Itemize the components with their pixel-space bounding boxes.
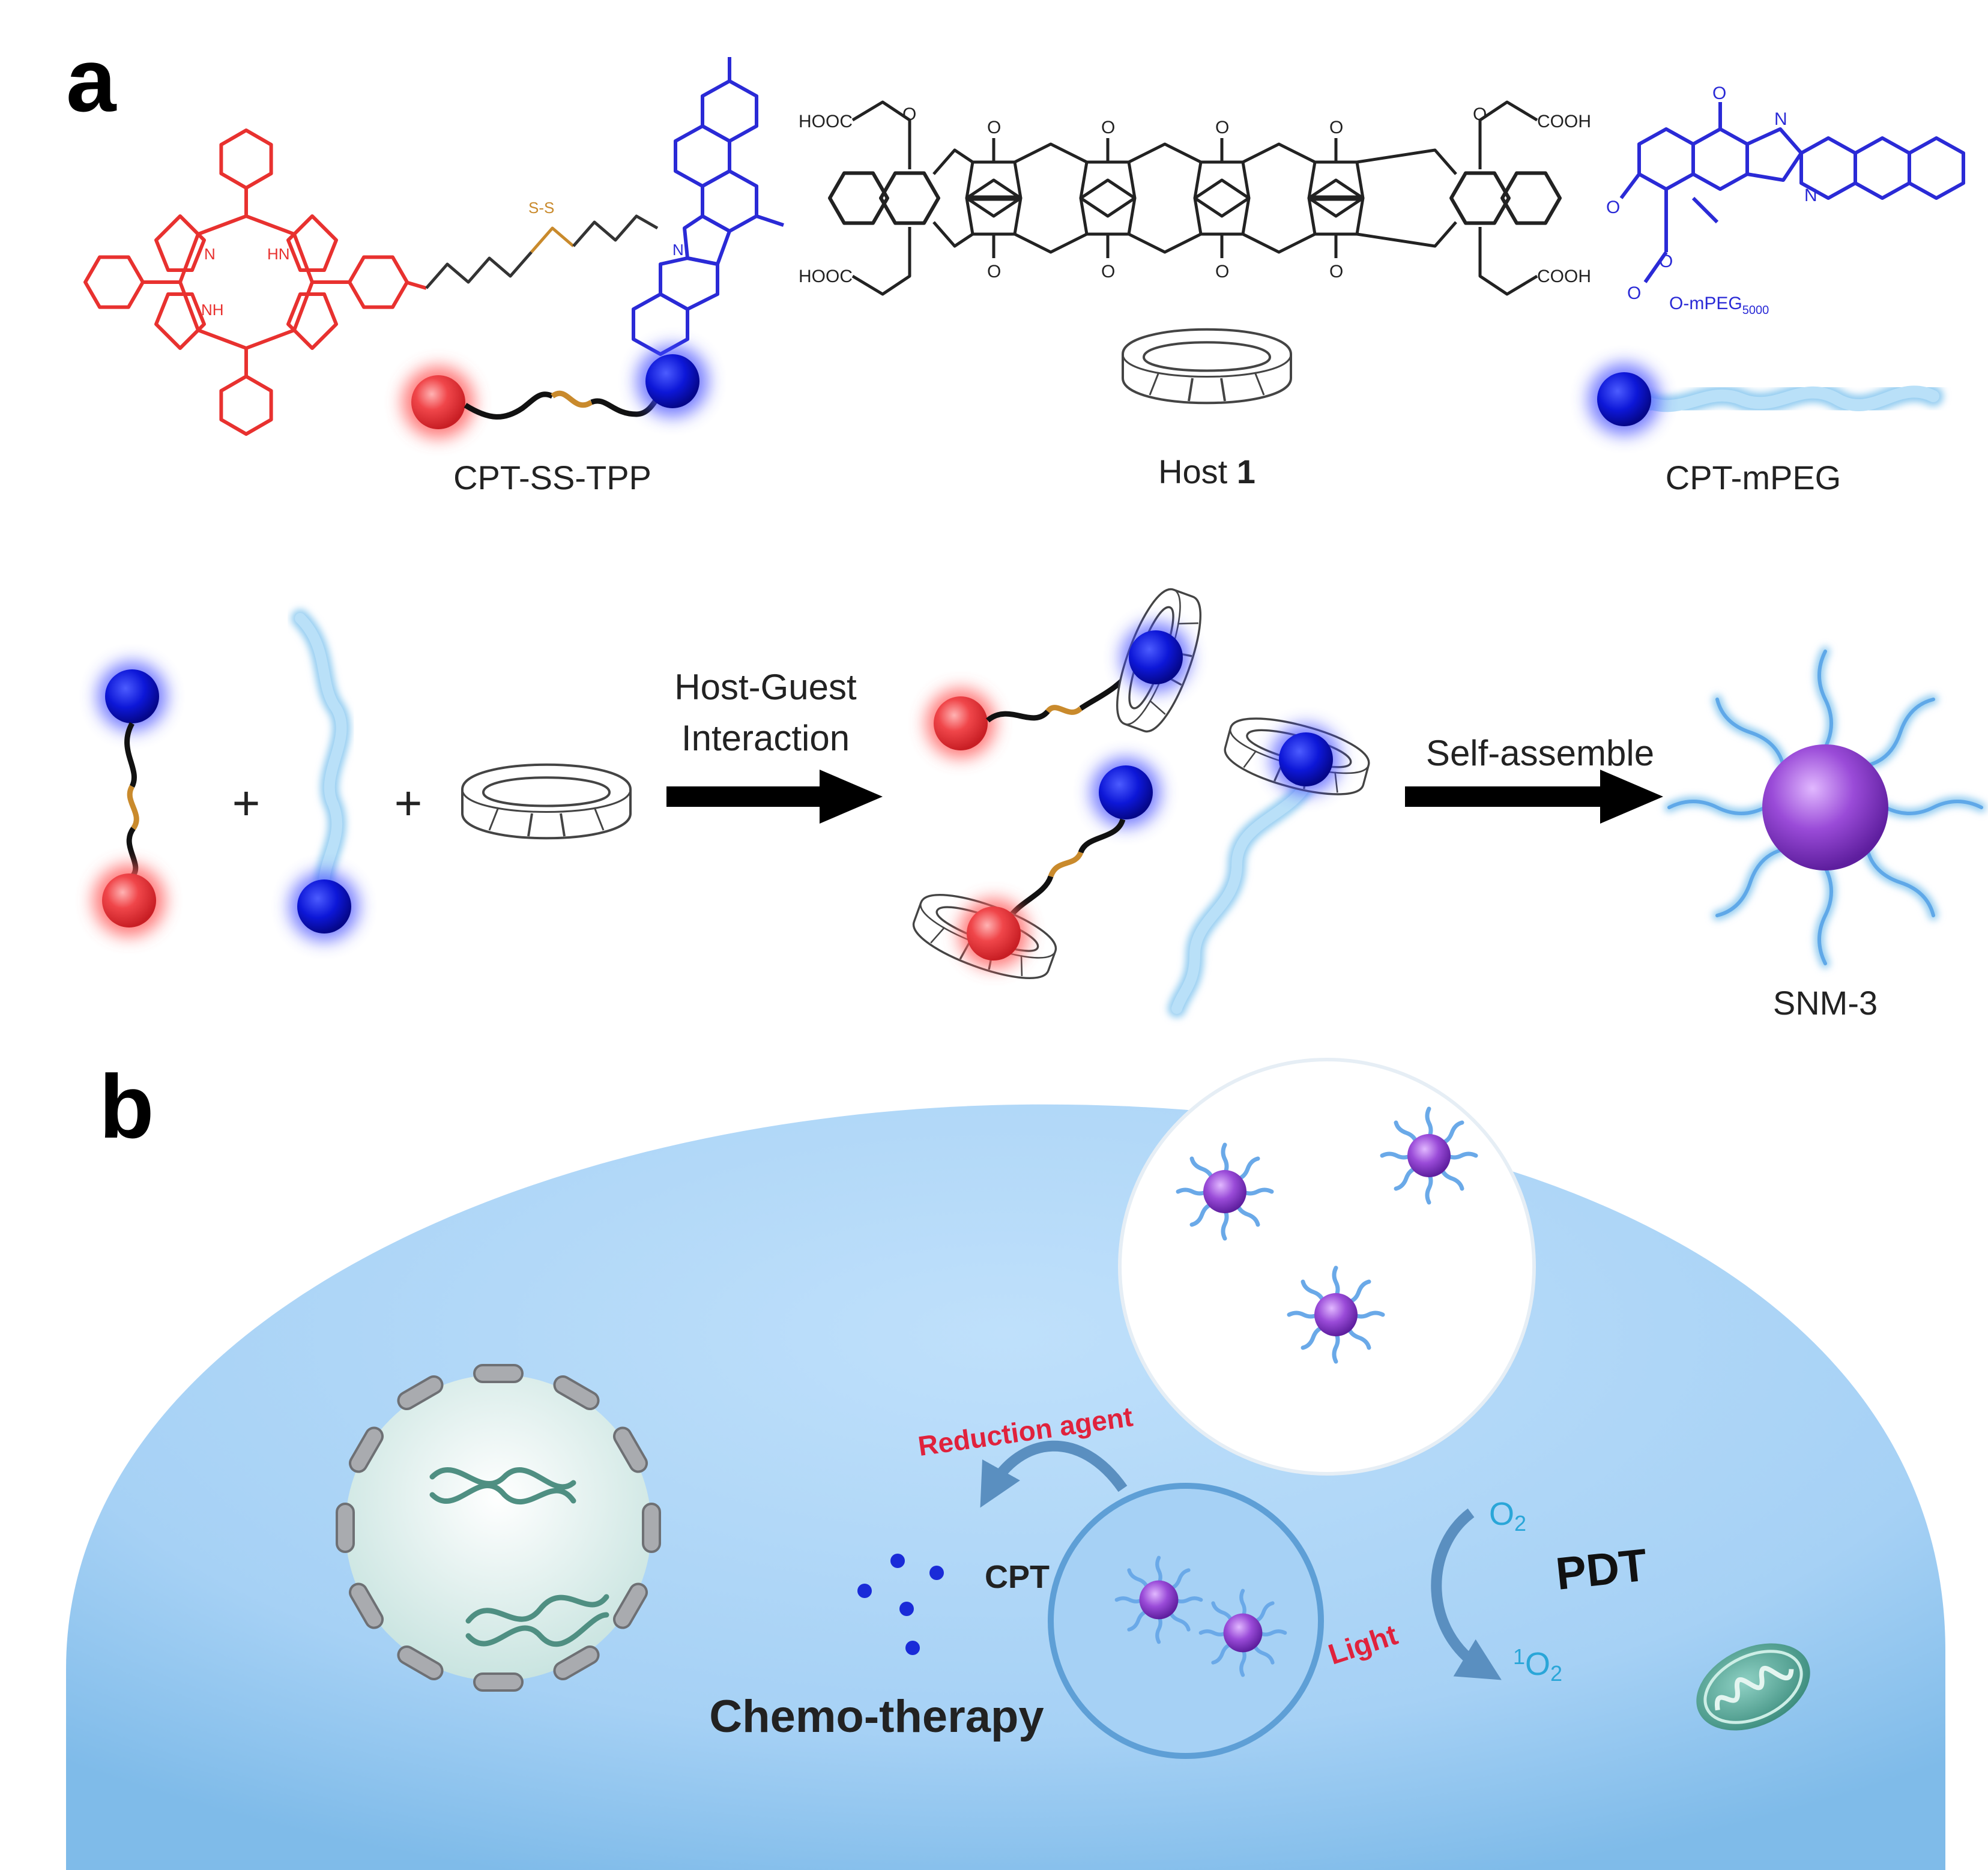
- self-assemble-arrow: [1405, 770, 1663, 824]
- pdt-label: PDT: [1553, 1539, 1649, 1599]
- svg-text:N: N: [1774, 109, 1787, 129]
- cpt-dots: [857, 1554, 944, 1655]
- svg-text:O: O: [987, 118, 1001, 137]
- cpt-mpeg-label: CPT-mPEG: [1666, 459, 1841, 496]
- host-1-atom-labels: HOOC HOOC COOH COOH O O O O O O O O O O: [799, 104, 1591, 286]
- svg-text:O: O: [1712, 83, 1726, 103]
- porphyrin-nh-label: NH: [201, 301, 224, 319]
- svg-text:HOOC: HOOC: [799, 112, 853, 131]
- host-guest-label-line1: Host-Guest: [674, 667, 857, 707]
- plus-sign-2: +: [394, 776, 423, 830]
- svg-text:HOOC: HOOC: [799, 267, 853, 286]
- host-guest-label-line2: Interaction: [681, 718, 850, 758]
- svg-text:O: O: [1101, 118, 1115, 137]
- complex-peg: [1168, 707, 1376, 1018]
- porphyrin-hn-label: HN: [267, 245, 290, 263]
- endocytic-vesicle: [1118, 1058, 1536, 1476]
- svg-text:N: N: [1804, 185, 1817, 205]
- tpp-porphyrin-structure: [85, 130, 427, 434]
- nucleus: [336, 1364, 661, 1692]
- cpt-ss-tpp-cartoon: [402, 345, 708, 438]
- host-1-label: Host 1: [1158, 453, 1255, 490]
- svg-text:O: O: [1627, 283, 1641, 303]
- host-1-structure: [830, 100, 1560, 296]
- endosome: [1048, 1483, 1324, 1759]
- mpeg-label: O-mPEG5000: [1669, 294, 1769, 317]
- mitochondrion: [1696, 1643, 1810, 1731]
- svg-text:O: O: [1101, 262, 1115, 282]
- porphyrin-n-label: N: [204, 245, 216, 263]
- complex-top: [926, 581, 1214, 758]
- plus-sign-1: +: [232, 776, 261, 830]
- svg-text:O: O: [1215, 262, 1229, 282]
- svg-text:O: O: [1659, 252, 1673, 271]
- singlet-oxygen-label: 1O2: [1513, 1644, 1562, 1686]
- complex-bottom: [905, 758, 1161, 992]
- snm-3-label: SNM-3: [1773, 984, 1878, 1022]
- cpt-left-n-label: N: [672, 241, 684, 259]
- scheme-cpt-mpeg: [289, 609, 359, 941]
- cpt-ss-tpp-label: CPT-SS-TPP: [453, 459, 651, 496]
- svg-text:O: O: [1606, 198, 1620, 217]
- cell-body: [66, 1104, 1945, 1870]
- svg-text:O: O: [987, 262, 1001, 282]
- cpt-mpeg-atom-labels: O O N N O O: [1606, 83, 1817, 303]
- host-guest-arrow: [666, 770, 883, 824]
- svg-text:COOH: COOH: [1537, 267, 1591, 286]
- camptothecin-structure-right: [1619, 102, 1965, 283]
- scheme-cpt-ss-tpp: [93, 662, 167, 937]
- cpt-label: CPT: [985, 1559, 1050, 1595]
- panel-b-letter: b: [99, 1056, 154, 1157]
- chemo-therapy-label: Chemo-therapy: [709, 1691, 1044, 1742]
- disulfide-linker-structure: [425, 214, 659, 289]
- cpt-mpeg-cartoon: [1588, 363, 1944, 435]
- disulfide-label: S-S: [528, 199, 554, 217]
- svg-text:O: O: [1329, 262, 1343, 282]
- snm-3-nanoparticle: [1664, 647, 1986, 968]
- panel-a-letter: a: [66, 29, 117, 130]
- scheme-host-ring: [461, 763, 632, 840]
- svg-text:COOH: COOH: [1537, 112, 1591, 131]
- svg-text:O: O: [1215, 118, 1229, 137]
- pdt-arrow: [1431, 1508, 1502, 1680]
- oxygen-label: O2: [1489, 1496, 1526, 1536]
- svg-text:O: O: [1473, 104, 1487, 124]
- self-assemble-label: Self-assemble: [1426, 733, 1654, 773]
- reduction-arrow: [980, 1440, 1128, 1508]
- svg-text:O: O: [1329, 118, 1343, 137]
- host-1-ring-icon: [1122, 328, 1292, 405]
- camptothecin-structure-left: [632, 57, 784, 356]
- svg-text:O: O: [902, 104, 916, 124]
